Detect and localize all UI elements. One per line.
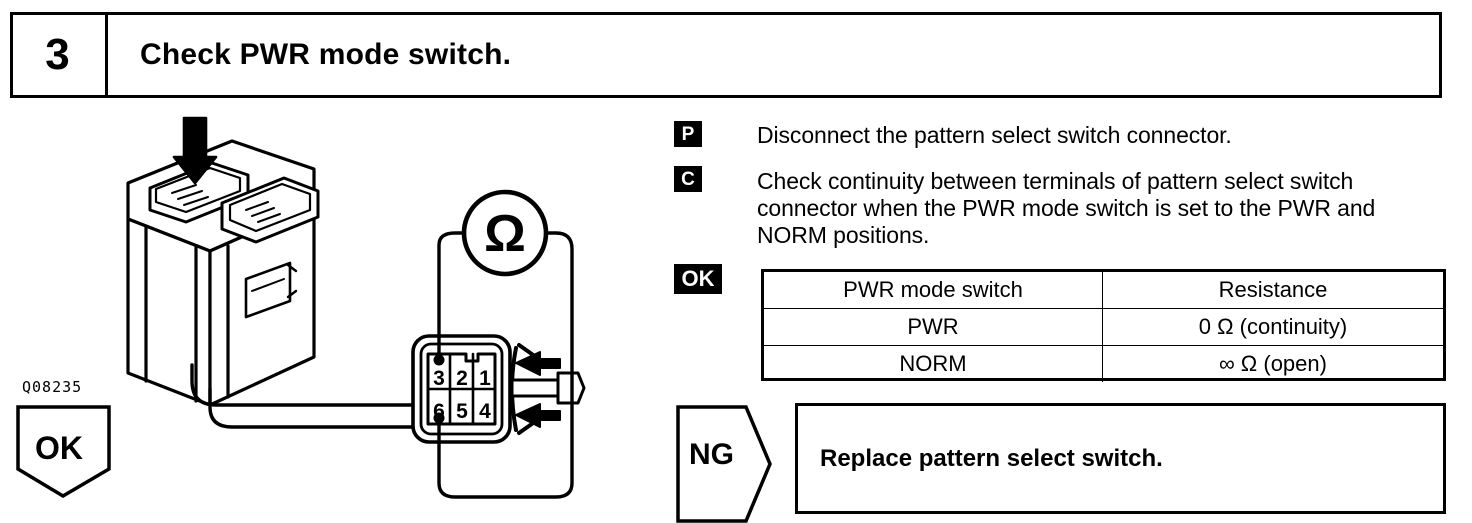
pin-label-6: 6	[433, 400, 445, 423]
table-header-resistance: Resistance	[1102, 272, 1443, 309]
switch-connector-illustration: 3 2 1 6 5 4 Ω	[126, 116, 586, 499]
badge-p: P	[674, 121, 702, 147]
table-cell-mode-pwr: PWR	[764, 308, 1103, 346]
wire-harness	[190, 363, 420, 429]
instruction-continuity: Check continuity between terminals of pa…	[757, 168, 1376, 248]
resistance-table: PWR mode switch Resistance PWR 0 Ω (cont…	[761, 269, 1446, 382]
ng-label: NG	[689, 438, 734, 471]
table-row: NORM ∞ Ω (open)	[764, 345, 1443, 382]
pwr-switch-arrow	[172, 116, 218, 185]
ohmmeter-symbol: Ω	[484, 205, 526, 263]
ok-result-label: OK	[35, 430, 83, 466]
pin-label-1: 1	[479, 367, 491, 390]
step-number: 3	[45, 30, 70, 79]
step-header-box	[10, 12, 1442, 98]
table-cell-resistance-pwr: 0 Ω (continuity)	[1102, 308, 1443, 346]
table-header-row: PWR mode switch Resistance	[764, 272, 1443, 309]
pwr-switch-assembly	[126, 139, 320, 407]
step-number-cell: 3	[10, 12, 108, 98]
pin-label-5: 5	[456, 400, 468, 423]
table-row: PWR 0 Ω (continuity)	[764, 308, 1443, 346]
pin-label-2: 2	[456, 367, 468, 390]
ohmmeter-circuit	[437, 189, 574, 499]
table-cell-mode-norm: NORM	[764, 345, 1103, 382]
table-cell-resistance-norm: ∞ Ω (open)	[1102, 345, 1443, 382]
badge-ok: OK	[674, 264, 722, 294]
ok-result-pentagon	[16, 405, 111, 498]
replace-action-box	[795, 403, 1446, 514]
badge-c: C	[674, 166, 702, 192]
figure-code: Q08235	[22, 378, 83, 396]
instruction-disconnect: Disconnect the pattern select switch con…	[757, 122, 1232, 148]
page-title: Check PWR mode switch.	[140, 38, 512, 71]
connector-body	[411, 334, 512, 444]
replace-action-text: Replace pattern select switch.	[820, 445, 1163, 472]
pin-label-4: 4	[479, 400, 491, 423]
pin-label-3: 3	[433, 367, 445, 390]
ng-pentagon	[676, 405, 772, 523]
table-header-switch: PWR mode switch	[764, 272, 1103, 309]
